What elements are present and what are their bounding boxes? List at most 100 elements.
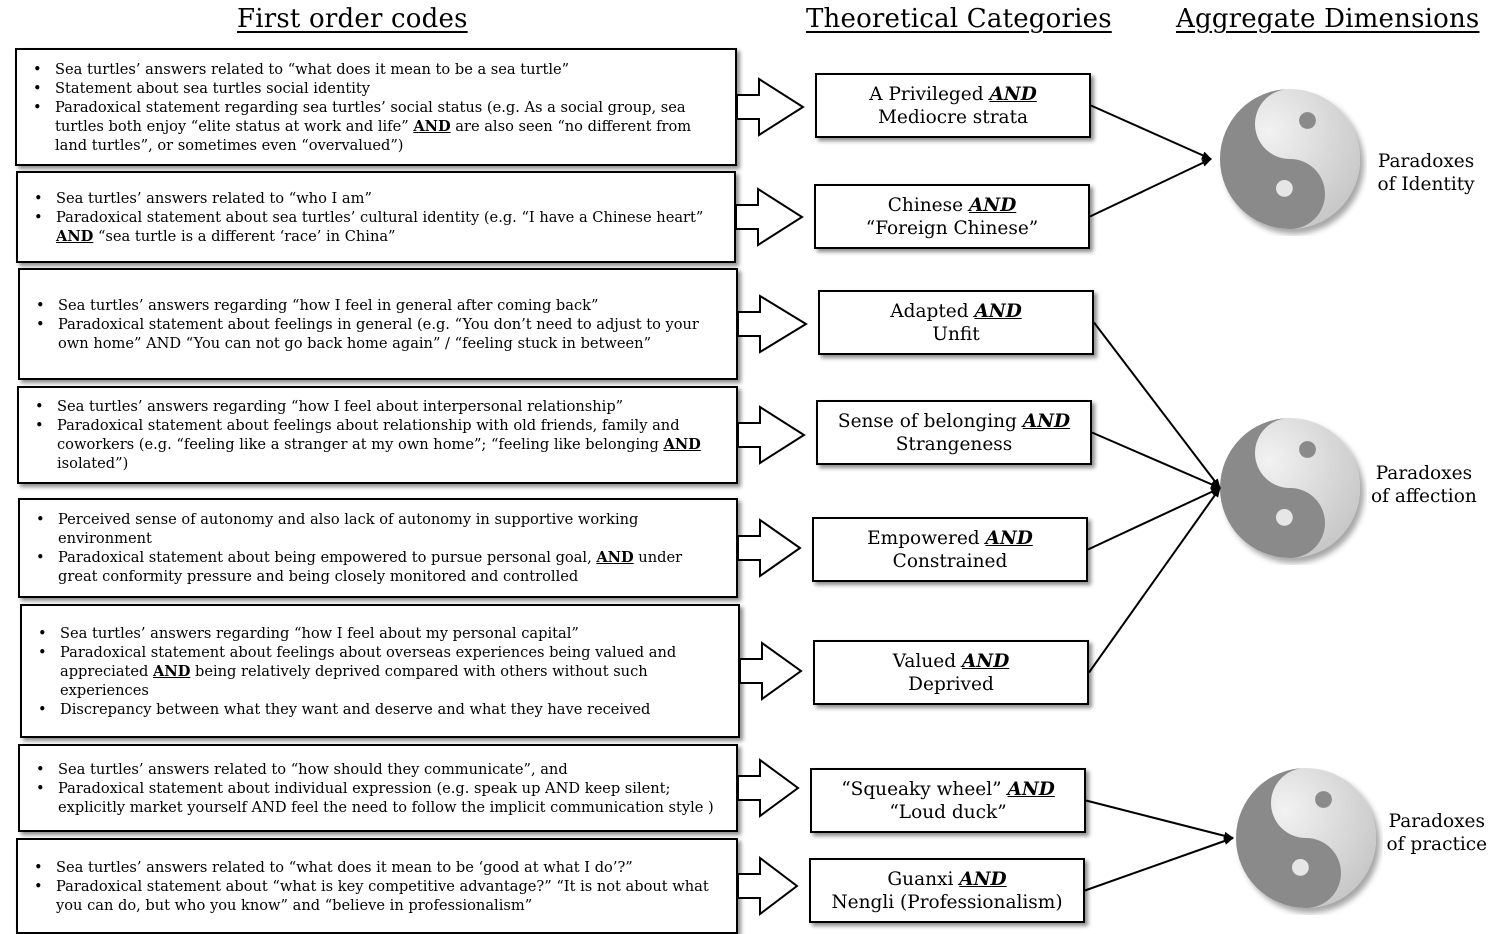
code-item: Sea turtles’ answers regarding “how I fe… [36, 624, 728, 643]
connector-line [1088, 487, 1221, 674]
and-emphasis: AND [1007, 778, 1055, 800]
code-item: Paradoxical statement about sea turtles’… [32, 208, 724, 246]
code-text: “sea turtle is a different ‘race’ in Chi… [93, 227, 396, 245]
category-line-2: Unfit [932, 323, 980, 345]
category-line-1: Chinese AND [888, 194, 1017, 217]
category-text: Chinese [887, 194, 969, 216]
category-line-1: Sense of belonging AND [838, 410, 1070, 433]
dimension-label-line-1: Paradoxes [1375, 463, 1473, 484]
category-line-1: “Squeaky wheel” AND [841, 778, 1055, 801]
code-item: Statement about sea turtles social ident… [31, 79, 725, 98]
and-emphasis: AND [959, 868, 1007, 890]
block-arrow [737, 294, 808, 354]
code-item: Sea turtles’ answers related to “how sho… [34, 760, 726, 779]
category-text: “Squeaky wheel” [841, 778, 1008, 800]
code-text: Sea turtles’ answers related to “who I a… [56, 189, 372, 207]
block-arrow [736, 77, 805, 137]
code-text: Sea turtles’ answers regarding “how I fe… [57, 398, 624, 415]
code-list: Sea turtles’ answers related to “who I a… [32, 189, 724, 246]
and-emphasis: AND [1022, 410, 1071, 432]
category-line-2: “Foreign Chinese” [865, 217, 1039, 239]
category-line-2: Nengli (Professionalism) [831, 891, 1063, 913]
code-list: Sea turtles’ answers regarding “how I fe… [33, 397, 726, 473]
code-item: Paradoxical statement about feelings abo… [33, 416, 726, 473]
category-line-2: Constrained [892, 550, 1008, 572]
code-list: Sea turtles’ answers related to “how sho… [34, 760, 726, 817]
and-emphasis: AND [153, 662, 191, 680]
category-line-2: Deprived [908, 673, 994, 695]
code-item: Sea turtles’ answers related to “what do… [32, 858, 726, 877]
connector-line [1091, 431, 1221, 489]
code-text: Paradoxical statement about feelings abo… [60, 643, 677, 680]
header-theoretical-categories: Theoretical Categories [806, 4, 1112, 34]
category-text: Guanxi [887, 868, 960, 890]
code-text: Paradoxical statement regarding sea turt… [55, 98, 686, 135]
connector-line [1085, 799, 1234, 840]
category-line-1: Empowered AND [867, 527, 1033, 550]
code-item: Paradoxical statement about feelings abo… [36, 643, 728, 700]
code-text: Discrepancy between what they want and d… [60, 700, 651, 718]
block-arrow [737, 518, 802, 578]
block-arrow [737, 855, 799, 917]
code-text: Sea turtles’ answers regarding “how I fe… [58, 296, 599, 314]
code-item: Sea turtles’ answers regarding “how I fe… [33, 397, 726, 416]
code-text: Statement about sea turtles social ident… [55, 79, 370, 97]
category-box: Chinese AND“Foreign Chinese” [814, 184, 1090, 249]
category-text: Sense of belonging [837, 410, 1023, 432]
connector-line [1090, 104, 1212, 160]
category-line-1: Valued AND [893, 650, 1010, 673]
code-text: Sea turtles’ answers related to “what do… [55, 60, 570, 78]
code-item: Sea turtles’ answers related to “what do… [31, 60, 725, 79]
code-text: Paradoxical statement about being empowe… [58, 549, 597, 566]
code-list: Sea turtles’ answers regarding “how I fe… [34, 296, 726, 353]
block-arrow [735, 187, 804, 247]
yin-yang-icon [1220, 89, 1360, 229]
first-order-code-box: Sea turtles’ answers regarding “how I fe… [17, 386, 738, 484]
code-item: Paradoxical statement regarding sea turt… [31, 98, 725, 155]
code-text: Paradoxical statement about feelings abo… [57, 417, 680, 453]
dimension-label-line-1: Paradoxes [1388, 811, 1485, 832]
and-emphasis: AND [989, 83, 1037, 105]
code-text: Sea turtles’ answers regarding “how I fe… [60, 624, 579, 642]
dimension-label-line-2: of Identity [1377, 174, 1475, 195]
category-line-2: Strangeness [895, 433, 1013, 455]
category-line-1: A Privileged AND [869, 83, 1037, 106]
category-text: A Privileged [869, 83, 990, 105]
first-order-code-box: Sea turtles’ answers regarding “how I fe… [20, 604, 740, 738]
category-text: Adapted [890, 300, 975, 322]
code-text: Perceived sense of autonomy and also lac… [58, 511, 639, 547]
and-emphasis: AND [961, 650, 1010, 672]
connector-line [1084, 837, 1234, 892]
dimension-label-line-1: Paradoxes [1377, 151, 1475, 172]
code-item: Perceived sense of autonomy and also lac… [34, 510, 726, 548]
code-text: Paradoxical statement about “what is key… [56, 877, 709, 914]
and-emphasis: AND [413, 117, 451, 135]
first-order-code-box: Sea turtles’ answers related to “how sho… [18, 744, 738, 832]
code-item: Sea turtles’ answers related to “who I a… [32, 189, 724, 208]
block-arrow [737, 405, 806, 465]
connector-line [1093, 321, 1221, 489]
block-arrow [739, 641, 803, 701]
and-emphasis: AND [974, 300, 1022, 322]
code-text: Paradoxical statement about individual e… [58, 779, 714, 816]
and-emphasis: AND [968, 194, 1017, 216]
category-line-2: Mediocre strata [877, 106, 1029, 128]
code-item: Paradoxical statement about “what is key… [32, 877, 726, 915]
code-text: Sea turtles’ answers related to “what do… [56, 858, 633, 876]
yin-yang-icon [1220, 418, 1360, 558]
header-aggregate-dimensions: Aggregate Dimensions [1176, 4, 1480, 34]
code-item: Paradoxical statement about individual e… [34, 779, 726, 817]
category-box: “Squeaky wheel” AND“Loud duck” [810, 768, 1086, 833]
code-item: Paradoxical statement about being empowe… [34, 548, 726, 586]
and-emphasis: AND [985, 527, 1033, 549]
first-order-code-box: Sea turtles’ answers related to “who I a… [16, 171, 736, 263]
category-line-2: “Loud duck” [889, 801, 1007, 823]
code-text: Paradoxical statement about sea turtles’… [56, 208, 704, 226]
yin-yang-icon [1236, 768, 1376, 908]
